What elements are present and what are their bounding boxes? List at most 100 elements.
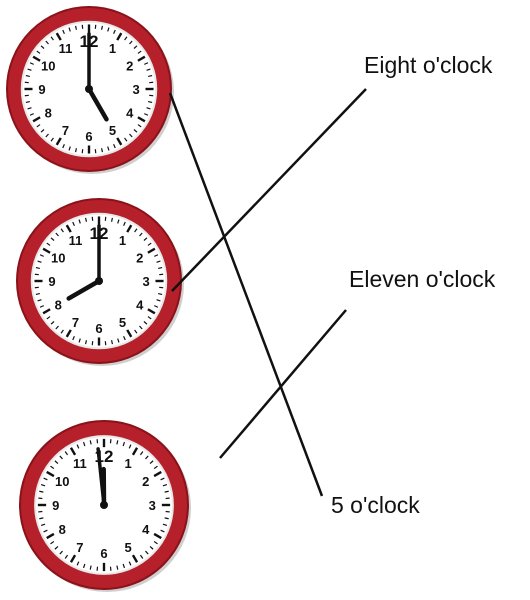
minute-tick xyxy=(50,237,55,241)
dial-number: 3 xyxy=(142,274,149,289)
minute-tick xyxy=(153,465,158,470)
dial-number: 7 xyxy=(72,315,79,330)
minute-tick xyxy=(54,546,59,550)
minute-tick xyxy=(147,242,152,246)
minute-tick xyxy=(76,561,80,566)
minute-tick xyxy=(78,338,81,343)
hour-tick xyxy=(153,470,162,478)
hour-tick xyxy=(126,329,133,338)
minute-hand xyxy=(96,447,106,507)
minute-tick xyxy=(145,550,149,555)
hour-tick xyxy=(153,532,162,540)
minute-tick xyxy=(154,305,159,308)
minute-tick xyxy=(100,25,104,30)
minute-tick xyxy=(133,45,138,49)
minute-tick xyxy=(55,325,59,330)
minute-tick xyxy=(35,266,40,270)
dial-number: 2 xyxy=(126,58,133,73)
minute-tick xyxy=(72,221,75,226)
minute-tick xyxy=(40,523,46,527)
minute-tick xyxy=(36,124,41,128)
minute-tick xyxy=(59,550,63,555)
label-eight-oclock: Eight o'clock xyxy=(364,52,493,78)
dial-number: 5 xyxy=(119,315,126,330)
minute-tick xyxy=(89,565,92,570)
hour-tick xyxy=(55,32,62,41)
hour-tick xyxy=(46,470,55,478)
minute-tick xyxy=(25,74,30,78)
minute-tick xyxy=(139,451,144,456)
minute-tick xyxy=(156,299,161,302)
hour-tick xyxy=(46,532,55,540)
minute-tick xyxy=(133,129,138,133)
dial-number: 2 xyxy=(136,250,143,265)
minute-tick xyxy=(124,36,128,41)
dial-number: 10 xyxy=(51,250,65,265)
dial-number: 7 xyxy=(76,540,83,555)
minute-tick xyxy=(74,25,78,30)
minute-tick xyxy=(50,36,54,41)
minute-tick xyxy=(78,219,81,224)
minute-tick xyxy=(148,100,153,104)
minute-tick xyxy=(123,221,126,226)
minute-tick xyxy=(129,40,133,45)
dial-number: 8 xyxy=(55,298,62,313)
center-pin xyxy=(100,501,108,509)
hour-tick xyxy=(69,554,77,563)
minute-tick xyxy=(158,292,163,296)
minute-tick xyxy=(148,74,153,78)
dial-number: 11 xyxy=(59,41,73,56)
dial-number: 9 xyxy=(52,498,59,513)
minute-tick xyxy=(134,329,138,334)
dial-number: 3 xyxy=(132,82,139,97)
minute-tick xyxy=(25,100,30,104)
minute-tick xyxy=(54,460,59,464)
minute-tick xyxy=(59,455,63,460)
minute-tick xyxy=(149,546,154,550)
minute-tick xyxy=(122,441,126,447)
dial-number: 8 xyxy=(59,522,66,537)
minute-tick xyxy=(137,50,142,54)
dial-number: 10 xyxy=(41,58,55,73)
hour-tick xyxy=(116,32,123,41)
minute-tick xyxy=(50,321,55,325)
minute-tick xyxy=(35,292,40,296)
minute-tick xyxy=(76,444,80,449)
dial-number: 9 xyxy=(38,82,45,97)
minute-tick xyxy=(50,465,55,470)
dial-number: 5 xyxy=(109,123,116,138)
minute-tick xyxy=(160,529,165,533)
dial-number: 4 xyxy=(126,106,134,121)
minute-tick xyxy=(40,129,45,133)
dial-number: 4 xyxy=(136,298,144,313)
minute-tick xyxy=(82,563,86,569)
hour-tick xyxy=(42,247,51,254)
hour-tick xyxy=(131,554,139,563)
minute-tick xyxy=(107,27,110,32)
minute-tick xyxy=(128,561,132,566)
minute-tick xyxy=(146,68,151,71)
hour-tick xyxy=(42,308,51,315)
hour-tick xyxy=(69,447,77,456)
hour-tick xyxy=(137,116,146,123)
dial-number: 9 xyxy=(48,274,55,289)
dial-number: 1 xyxy=(109,41,116,56)
label-eleven-oclock: Eleven o'clock xyxy=(349,266,496,292)
minute-tick xyxy=(139,554,144,559)
minute-tick xyxy=(117,219,120,224)
match-line-clock2-to-eight xyxy=(171,88,367,292)
minute-tick xyxy=(145,455,149,460)
minute-tick xyxy=(64,554,69,559)
hour-tick xyxy=(137,55,146,62)
minute-tick xyxy=(153,540,158,545)
minute-tick xyxy=(46,316,51,320)
dial-number: 5 xyxy=(124,540,131,555)
dial-number: 4 xyxy=(142,522,150,537)
minute-tick xyxy=(82,441,86,447)
minute-tick xyxy=(110,340,114,345)
dial-number: 11 xyxy=(69,233,83,248)
minute-tick xyxy=(113,144,116,149)
